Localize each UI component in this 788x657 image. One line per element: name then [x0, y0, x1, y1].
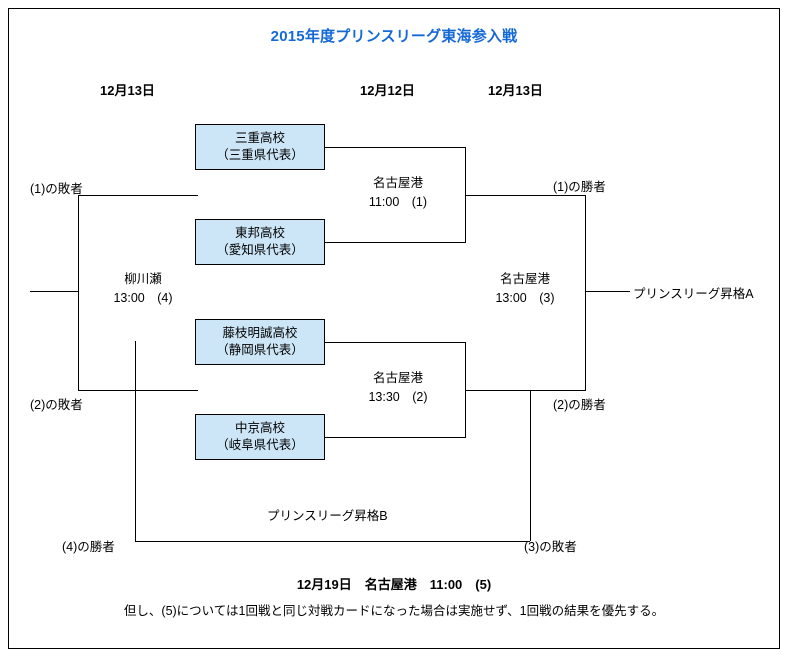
- page-border: [8, 8, 780, 649]
- match-label-2: 名古屋港 13:30 (2): [333, 369, 463, 407]
- match-time: 13:30 (2): [368, 389, 428, 404]
- team-name: 東邦高校: [234, 226, 285, 241]
- team-box-chukyo[interactable]: 中京高校 （岐阜県代表）: [195, 414, 325, 460]
- date-header-right: 12月13日: [488, 83, 543, 98]
- match-venue: 名古屋港: [372, 176, 423, 190]
- label-winner-1: (1)の勝者: [553, 180, 606, 194]
- match-label-3: 名古屋港 13:00 (3): [460, 270, 590, 308]
- match-venue: 名古屋港: [499, 272, 550, 286]
- team-name: 中京高校: [234, 421, 285, 436]
- match-venue: 柳川瀬: [124, 272, 162, 286]
- page-title: 2015年度プリンスリーグ東海参入戦: [270, 28, 518, 45]
- label-loser-3: (3)の敗者: [524, 540, 577, 554]
- match-label-1: 名古屋港 11:00 (1): [333, 174, 463, 212]
- bracket-line-loser2: [78, 390, 198, 391]
- bracket-line-match3-out: [585, 291, 630, 292]
- bracket-line-match5-base: [135, 541, 530, 542]
- label-promotion-b: プリンスリーグ昇格B: [267, 509, 388, 523]
- bracket-line-mie-out: [325, 147, 465, 148]
- label-loser-2: (2)の敗者: [30, 398, 83, 412]
- bracket-line-toho-out: [325, 242, 465, 243]
- team-box-mie[interactable]: 三重高校 （三重県代表）: [195, 124, 325, 170]
- date-header-center: 12月12日: [360, 83, 415, 98]
- footer-note: 但し、(5)については1回戦と同じ対戦カードになった場合は実施せず、1回戦の結果…: [123, 604, 665, 618]
- match-label-4: 柳川瀬 13:00 (4): [78, 270, 208, 308]
- bracket-line-chukyo-out: [325, 437, 465, 438]
- team-box-fujieda[interactable]: 藤枝明誠高校 （静岡県代表）: [195, 319, 325, 365]
- match-time: 13:00 (4): [113, 290, 173, 305]
- match-time: 13:00 (3): [495, 290, 555, 305]
- footer-final-match: 12月19日 名古屋港 11:00 (5): [296, 577, 492, 592]
- team-prefecture: （愛知県代表）: [216, 243, 304, 257]
- team-prefecture: （静岡県代表）: [216, 343, 304, 357]
- label-promotion-a: プリンスリーグ昇格A: [633, 287, 754, 301]
- match-venue: 名古屋港: [372, 371, 423, 385]
- bracket-join-match4: [78, 195, 79, 391]
- bracket-line-match4-out: [30, 291, 78, 292]
- bracket-line-fujieda-out: [325, 342, 465, 343]
- team-name: 三重高校: [234, 131, 285, 146]
- bracket-line-loser1: [78, 195, 198, 196]
- bracket-line-match2-out: [465, 390, 585, 391]
- team-box-toho[interactable]: 東邦高校 （愛知県代表）: [195, 219, 325, 265]
- team-name: 藤枝明誠高校: [222, 326, 298, 341]
- team-prefecture: （三重県代表）: [216, 148, 304, 162]
- match-time: 11:00 (1): [368, 194, 428, 209]
- label-winner-4: (4)の勝者: [62, 540, 115, 554]
- label-loser-1: (1)の敗者: [30, 182, 83, 196]
- bracket-join-match3: [585, 195, 586, 391]
- date-header-left: 12月13日: [100, 83, 155, 98]
- bracket-line-match1-out: [465, 195, 585, 196]
- team-prefecture: （岐阜県代表）: [216, 438, 304, 452]
- label-winner-2: (2)の勝者: [553, 398, 606, 412]
- bracket-line-loser3-down: [530, 391, 531, 541]
- bracket-line-winner4-down: [135, 341, 136, 541]
